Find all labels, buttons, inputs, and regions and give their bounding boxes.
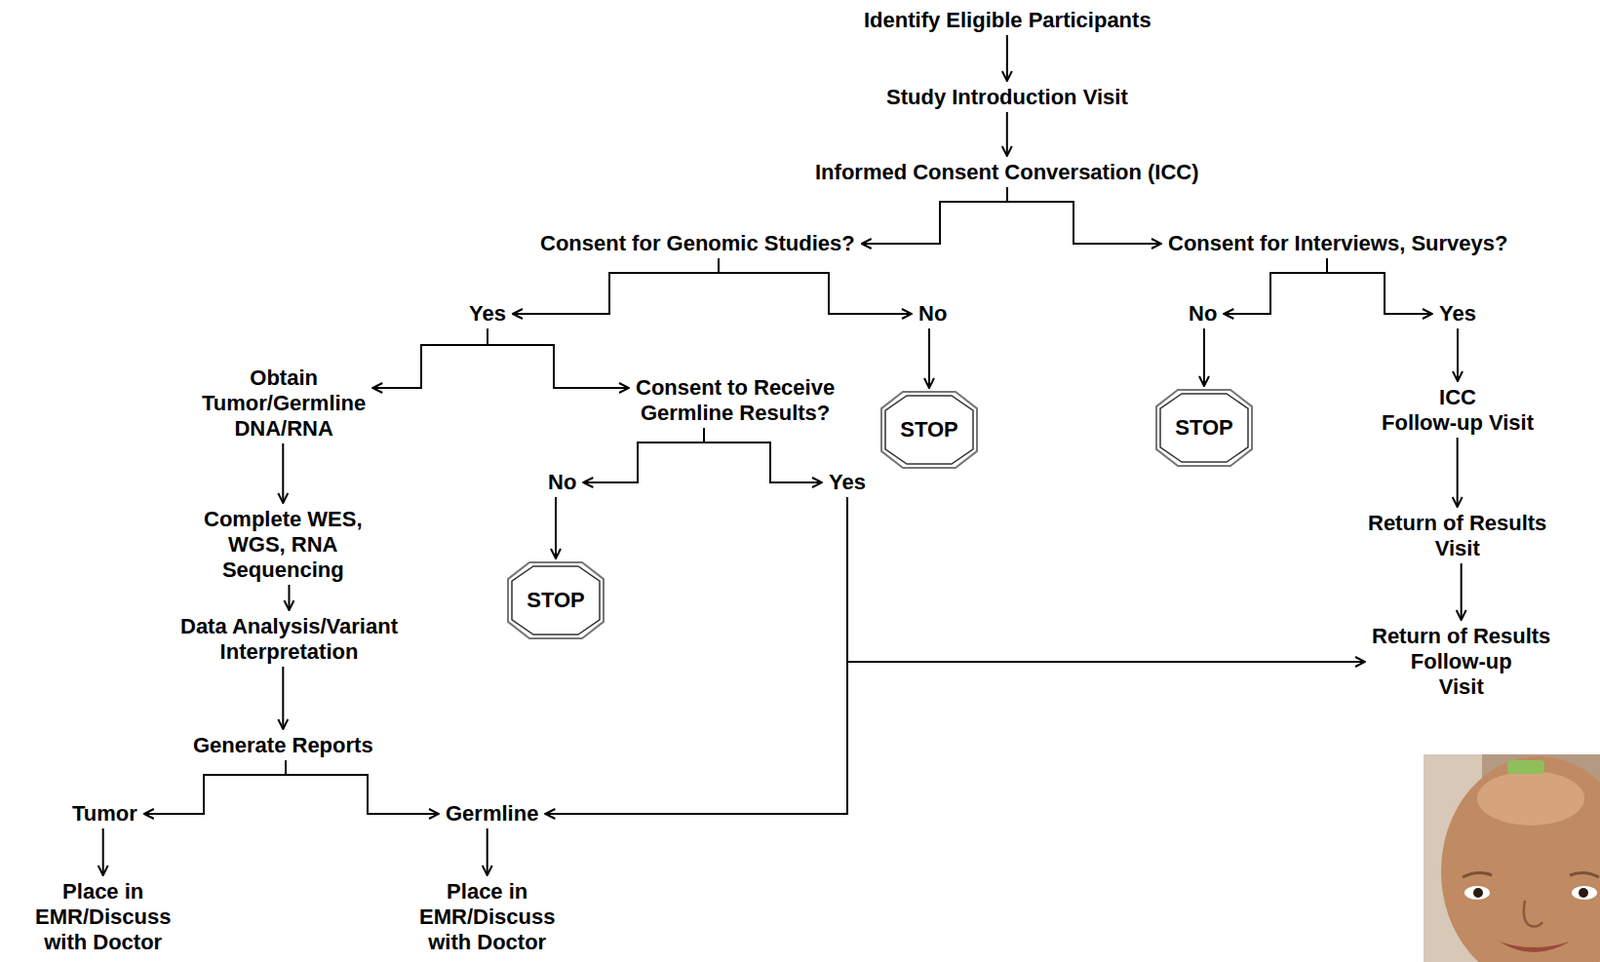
head-shine (1477, 771, 1585, 826)
flow-step: Yes (1435, 300, 1481, 328)
step-label: No (547, 469, 577, 496)
flow-step: Place in EMR/Discuss with Doctor (415, 878, 559, 957)
brow-right (1569, 872, 1600, 878)
connector-arrow (487, 328, 629, 389)
flow-step: Consent for Interviews, Surveys? (1164, 230, 1512, 258)
connector-arrow (1203, 328, 1206, 387)
step-label: Consent to Receive Germline Results? (635, 375, 835, 427)
flow-step: Consent for Genomic Studies? (536, 230, 859, 258)
connector-arrow (703, 428, 822, 483)
stop-octagon (1160, 393, 1249, 463)
connector-arrow (928, 328, 931, 389)
stop-sign: STOP (880, 390, 978, 469)
connector-arrow (486, 828, 489, 876)
connector-arrow (1456, 437, 1459, 508)
connector-arrow (1326, 258, 1433, 314)
step-label: Germline (445, 801, 539, 827)
step-label: Place in EMR/Discuss with Doctor (35, 879, 171, 956)
connector-arrow (285, 760, 439, 815)
flow-step: Generate Reports (189, 732, 378, 760)
connector-arrow (554, 497, 557, 559)
flow-step: Data Analysis/Variant Interpretation (176, 613, 402, 666)
connector-arrow (861, 187, 1008, 244)
step-label: Place in EMR/Discuss with Doctor (419, 879, 555, 956)
nose (1523, 900, 1543, 928)
stop-octagon (511, 566, 600, 635)
stop-sign: STOP (1155, 389, 1253, 468)
step-label: Obtain Tumor/Germline DNA/RNA (201, 365, 366, 442)
connector-arrow (512, 258, 719, 314)
connector-arrow (1456, 328, 1459, 382)
step-label: No (918, 301, 947, 327)
step-label: Consent for Interviews, Surveys? (1168, 231, 1508, 257)
step-label: ICC Follow-up Visit (1381, 385, 1534, 436)
child-head (1441, 756, 1600, 962)
stop-label: STOP (526, 587, 586, 614)
child-photo (1423, 754, 1600, 962)
flow-step: No (1184, 300, 1221, 328)
flow-step: Complete WES, WGS, RNA Sequencing (199, 506, 367, 585)
connector-arrow (718, 258, 912, 314)
connector-arrow (1006, 35, 1009, 81)
connector-arrow (1223, 258, 1327, 314)
connector-arrow (847, 497, 1366, 663)
eye-left (1464, 886, 1490, 900)
stop-octagon (507, 562, 604, 639)
step-label: Informed Consent Conversation (ICC) (815, 159, 1200, 186)
step-label: Yes (828, 469, 866, 496)
flow-step: Yes (465, 300, 510, 328)
connector-arrow (281, 443, 284, 504)
head-sticker (1507, 760, 1545, 775)
connector-arrow (287, 585, 290, 611)
step-label: Yes (468, 301, 507, 327)
step-label: No (1188, 301, 1217, 327)
step-label: Complete WES, WGS, RNA Sequencing (203, 507, 363, 584)
connector-arrow (545, 497, 848, 815)
connector-arrow (102, 828, 105, 876)
step-label: Generate Reports (193, 733, 374, 759)
flow-step: Return of Results Follow-up Visit (1367, 623, 1555, 702)
smile (1499, 941, 1570, 953)
flow-step: Obtain Tumor/Germline DNA/RNA (197, 364, 370, 443)
pupil-left (1473, 888, 1483, 898)
step-label: Tumor (72, 801, 138, 827)
connector-arrow (583, 428, 704, 483)
pupil-right (1578, 888, 1589, 898)
brow-left (1462, 872, 1492, 878)
stop-octagon (1156, 390, 1252, 467)
connector-arrow (1460, 563, 1463, 621)
eye-right (1571, 886, 1598, 900)
flow-step: Study Introduction Visit (882, 83, 1132, 112)
step-label: Data Analysis/Variant Interpretation (180, 614, 398, 665)
step-label: Study Introduction Visit (886, 84, 1129, 111)
flow-step: Return of Results Visit (1364, 509, 1551, 563)
flow-step: Consent to Receive Germline Results? (631, 374, 839, 428)
stop-label: STOP (899, 417, 959, 443)
flow-step: Tumor (68, 800, 142, 828)
step-label: Return of Results Visit (1367, 510, 1547, 562)
stop-octagon (885, 395, 974, 465)
connector-arrow (372, 328, 488, 389)
stop-label: STOP (1174, 415, 1234, 441)
flow-step: Yes (824, 468, 870, 497)
flow-step: Informed Consent Conversation (ICC) (811, 158, 1204, 187)
flow-step: ICC Follow-up Visit (1377, 384, 1538, 437)
stop-sign: STOP (507, 561, 605, 640)
step-label: Return of Results Follow-up Visit (1371, 624, 1551, 701)
flow-step: No (544, 468, 581, 497)
connector-arrow (1006, 112, 1009, 157)
step-label: Identify Eligible Participants (863, 7, 1152, 34)
flow-step: Place in EMR/Discuss with Doctor (31, 878, 175, 957)
connector-arrow (1007, 187, 1162, 244)
stop-octagon (881, 391, 977, 469)
connector-arrow (144, 760, 286, 815)
flow-step: Identify Eligible Participants (859, 6, 1156, 35)
connector-arrow (281, 666, 284, 730)
flow-step: No (914, 300, 951, 328)
flow-step: Germline (441, 800, 543, 828)
step-label: Yes (1439, 301, 1477, 327)
step-label: Consent for Genomic Studies? (540, 231, 856, 257)
